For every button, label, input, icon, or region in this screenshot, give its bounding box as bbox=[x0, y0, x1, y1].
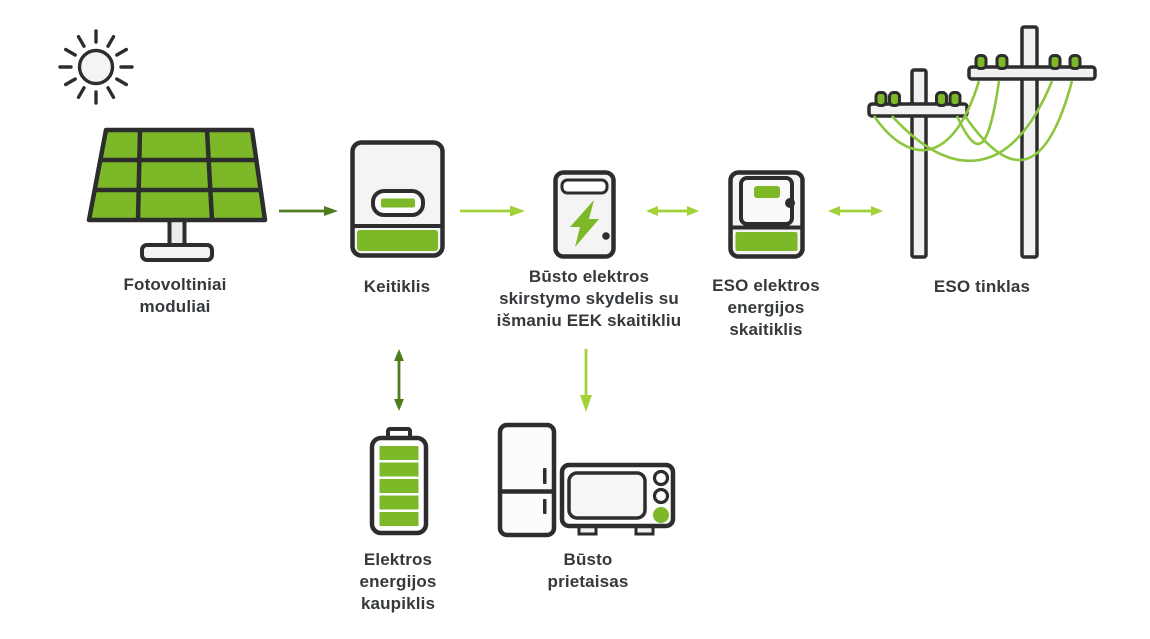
eso-meter-label: ESO elektros energijos skaitiklis bbox=[712, 276, 820, 339]
eso-meter-icon bbox=[728, 170, 805, 259]
fridge-icon bbox=[497, 422, 557, 538]
inverter-label: Keitiklis bbox=[363, 277, 431, 296]
grid-label: ESO tinklas bbox=[933, 277, 1031, 296]
insulators bbox=[874, 54, 1082, 107]
battery-icon bbox=[369, 427, 429, 536]
appliances-label: Būsto prietaisas bbox=[547, 550, 629, 591]
solar-label: Fotovoltiniai moduliai bbox=[123, 275, 227, 316]
arrow-double-horizontal-icon bbox=[828, 206, 883, 216]
arrow-right-light-icon bbox=[460, 205, 525, 217]
power-wires bbox=[872, 80, 1074, 163]
arrow-right-dark-icon bbox=[279, 206, 338, 216]
arrow-down-icon bbox=[580, 349, 592, 412]
sun-icon bbox=[58, 29, 134, 105]
microwave-icon bbox=[559, 462, 676, 536]
arrow-double-horizontal-icon bbox=[646, 206, 699, 216]
inverter-icon bbox=[350, 140, 445, 258]
arrow-double-vertical-icon bbox=[394, 349, 404, 411]
appliances-icon bbox=[497, 422, 676, 538]
distribution-panel-icon bbox=[553, 170, 616, 259]
power-lines-icon bbox=[867, 25, 1097, 259]
distribution-panel-label: Būsto elektros skirstymo skydelis su išm… bbox=[496, 267, 682, 330]
solar-panel-icon bbox=[86, 127, 268, 262]
lightning-bolt-icon bbox=[570, 200, 599, 247]
battery-label: Elektros energijos kaupiklis bbox=[359, 550, 437, 613]
